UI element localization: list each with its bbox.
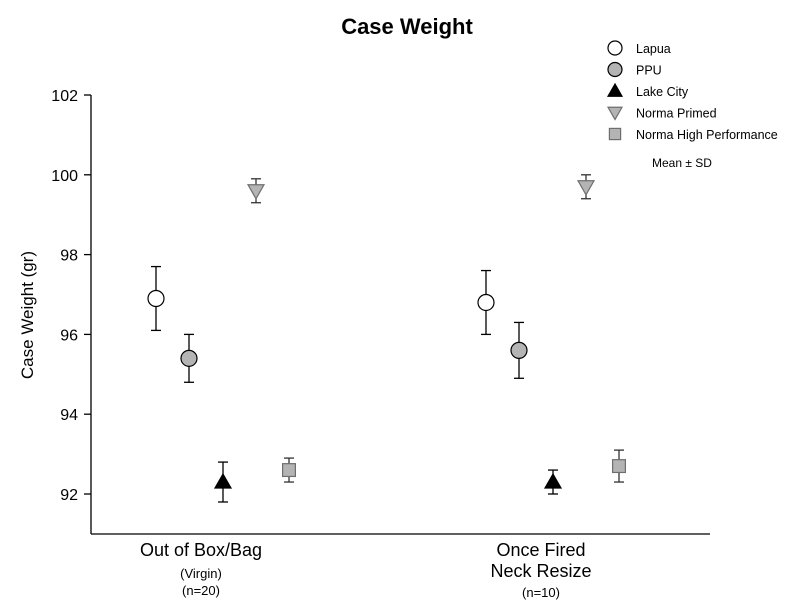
data-point (180, 349, 198, 367)
group-sublabel: (n=20) (182, 583, 220, 598)
data-point (246, 184, 266, 200)
chart-title: Case Weight (341, 14, 473, 39)
mean-sd-note: Mean ± SD (652, 156, 712, 170)
legend-marker (606, 106, 624, 121)
data-point (477, 293, 495, 312)
x-groups: Out of Box/Bag (Virgin) (n=20) Once FiredNe… (140, 540, 592, 600)
legend-label: Norma High Performance (636, 128, 778, 142)
group-label: Out of Box/Bag (140, 540, 262, 560)
group-label-line: Neck Resize (490, 561, 591, 581)
legend-label: Lake City (636, 85, 689, 99)
y-tick-label: 92 (60, 487, 78, 504)
data-point (282, 463, 297, 478)
legend-marker (608, 127, 622, 141)
legend-marker (606, 82, 624, 97)
data-point (611, 459, 626, 474)
group-sublabel: (n=10) (522, 585, 560, 600)
legend-label: Norma Primed (636, 107, 717, 121)
data-point (543, 472, 563, 489)
y-tick-label: 98 (60, 248, 78, 265)
y-tick-label: 94 (60, 407, 78, 424)
y-axis-label: Case Weight (gr) (18, 251, 37, 379)
y-tick-label: 96 (60, 327, 78, 344)
legend-marker (607, 40, 623, 56)
y-tick-label: 100 (51, 168, 78, 185)
y-tick-label: 102 (51, 88, 78, 105)
data-point (213, 472, 233, 489)
legend-label: Lapua (636, 42, 671, 56)
legend-label: PPU (636, 64, 662, 78)
legend-marker (607, 61, 623, 78)
data-marks (147, 174, 626, 503)
group-sublabel: (Virgin) (180, 566, 222, 581)
group-label-line: Once Fired (496, 540, 585, 560)
axes (90, 95, 710, 535)
data-point (576, 180, 596, 196)
y-ticks: 92 94 96 98 100 102 (51, 88, 91, 504)
data-point (510, 341, 528, 359)
data-point (147, 289, 165, 308)
